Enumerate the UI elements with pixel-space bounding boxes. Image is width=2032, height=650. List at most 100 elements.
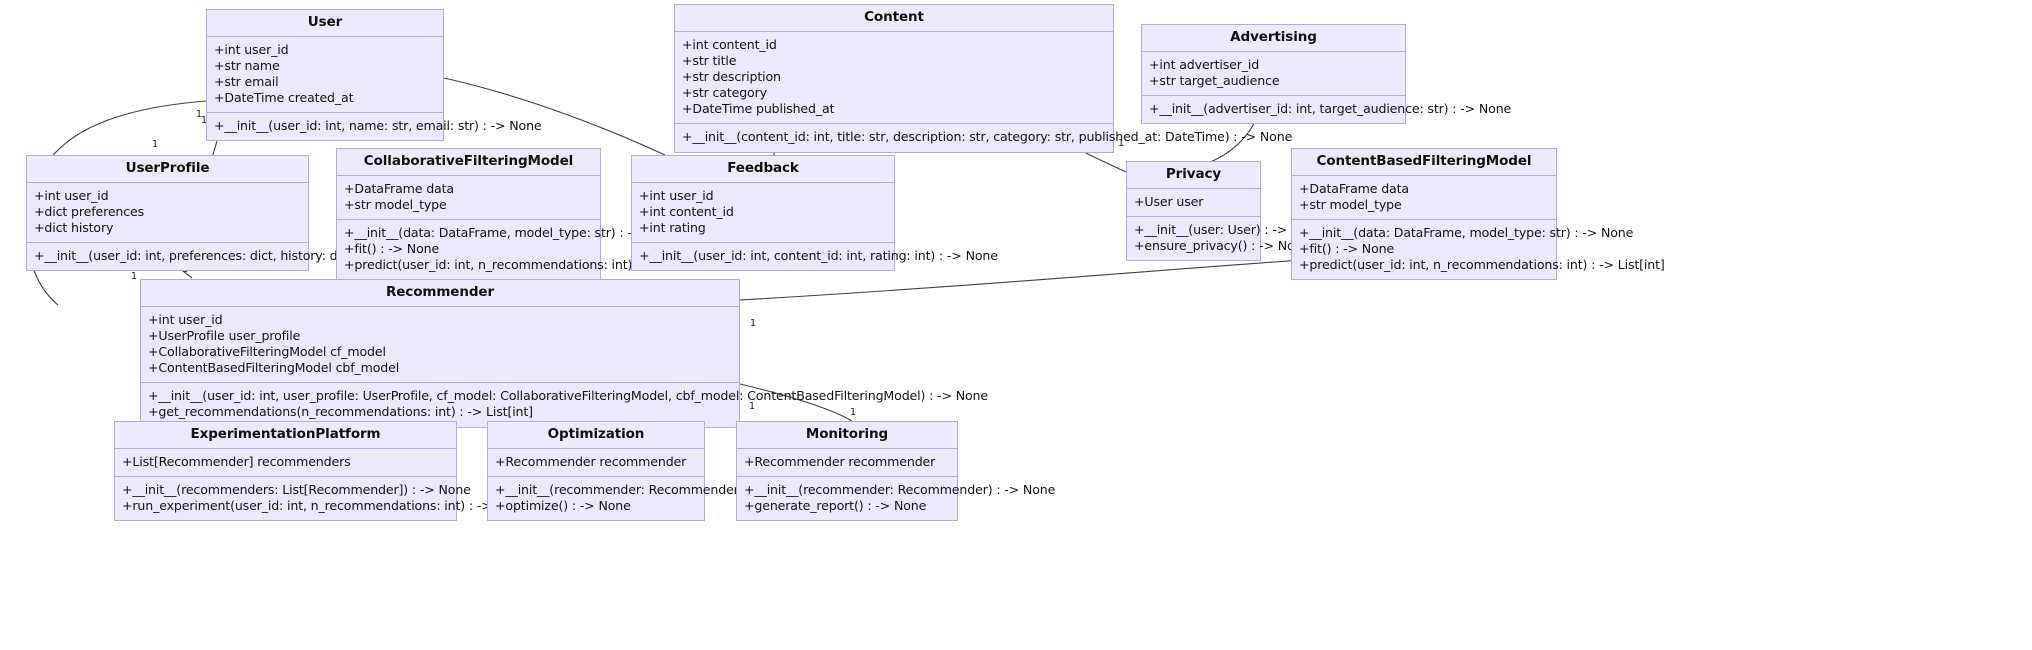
uml-method-row: +generate_report() : -> None: [744, 498, 927, 514]
uml-method-row: +__init__(user_id: int, preferences: dic…: [34, 248, 420, 264]
uml-methods-content: +__init__(content_id: int, title: str, d…: [675, 124, 1293, 152]
uml-attributes-cfmodel: +DataFrame data+str model_type: [337, 175, 600, 221]
uml-class-privacy[interactable]: Privacy +User user +__init__(user: User) :…: [1126, 161, 1324, 262]
relationship-edge-user-content-feedback: [443, 77, 666, 156]
uml-attributes-recommender: +int user_id+UserProfile user_profile+Co…: [141, 306, 739, 384]
uml-attributes-user: +int user_id+str name+str email+DateTime…: [207, 36, 443, 114]
uml-attribute-row: +DataFrame data: [344, 180, 454, 196]
uml-methods-optimization: +__init__(recommender: Recommender) : ->…: [488, 476, 807, 521]
uml-method-row: +get_recommendations(n_recommendations: …: [148, 404, 533, 420]
uml-attribute-row: +str model_type: [344, 196, 447, 212]
uml-method-row: +__init__(data: DataFrame, model_type: s…: [1299, 225, 1634, 241]
uml-methods-privacy: +__init__(user: User) : -> None+ensure_p…: [1127, 216, 1324, 261]
uml-attribute-row: +int user_id: [34, 187, 109, 203]
uml-method-row: +fit() : -> None: [1299, 241, 1395, 257]
uml-attribute-row: +str title: [682, 52, 737, 68]
uml-attribute-row: +DataFrame data: [1299, 180, 1409, 196]
uml-method-row: +__init__(recommender: Recommender) : ->…: [495, 481, 807, 497]
uml-methods-cfmodel: +__init__(data: DataFrame, model_type: s…: [337, 220, 710, 280]
uml-attribute-row: +UserProfile user_profile: [148, 327, 301, 343]
uml-attribute-row: +str category: [682, 85, 767, 101]
uml-method-row: +predict(user_id: int, n_recommendations…: [344, 257, 710, 273]
multiplicity-label: 1: [749, 401, 756, 412]
uml-class-title-content: Content: [675, 5, 1113, 32]
uml-class-feedback[interactable]: Feedback+int user_id+int content_id+int …: [631, 155, 998, 272]
uml-class-title-monitoring: Monitoring: [737, 422, 957, 449]
uml-class-title-privacy: Privacy: [1127, 162, 1260, 189]
uml-method-row: +predict(user_id: int, n_recommendations…: [1299, 257, 1665, 273]
multiplicity-label: 1: [131, 271, 138, 282]
uml-class-title-experimentation: ExperimentationPlatform: [115, 422, 456, 449]
multiplicity-label: 1: [750, 318, 757, 329]
uml-attribute-row: +int user_id: [148, 311, 223, 327]
uml-attributes-content: +int content_id+str title+str descriptio…: [675, 31, 1113, 125]
uml-attributes-userprofile: +int user_id+dict preferences+dict histo…: [27, 182, 308, 244]
uml-attribute-row: +ContentBasedFilteringModel cbf_model: [148, 360, 400, 376]
uml-class-recommender[interactable]: Recommender+int user_id+UserProfile user…: [140, 279, 988, 428]
uml-methods-monitoring: +__init__(recommender: Recommender) : ->…: [737, 476, 1056, 521]
uml-methods-experimentation: +__init__(recommenders: List[Recommender…: [115, 476, 601, 521]
uml-attributes-optimization: +Recommender recommender: [488, 448, 704, 477]
uml-class-user[interactable]: User+int user_id+str name+str email+Date…: [206, 9, 542, 142]
uml-class-experimentation[interactable]: ExperimentationPlatform +List[Recommender…: [114, 421, 601, 522]
uml-attribute-row: +List[Recommender] recommenders: [122, 453, 351, 469]
uml-class-content[interactable]: Content+int content_id+str title+str des…: [674, 4, 1293, 153]
uml-class-title-cbfmodel: ContentBasedFilteringModel: [1292, 149, 1556, 176]
uml-methods-recommender: +__init__(user_id: int, user_profile: Us…: [141, 383, 988, 427]
uml-attributes-advertising: +int advertiser_id+str target_audience: [1142, 51, 1405, 97]
uml-attribute-row: +int user_id: [639, 187, 714, 203]
uml-attribute-row: +User user: [1134, 193, 1204, 209]
uml-attribute-row: +int content_id: [682, 36, 777, 52]
uml-method-row: +__init__(recommenders: List[Recommender…: [122, 481, 471, 497]
uml-attribute-row: +DateTime created_at: [214, 90, 354, 106]
uml-attribute-row: +str email: [214, 74, 279, 90]
uml-attribute-row: +dict preferences: [34, 203, 145, 219]
uml-class-title-userprofile: UserProfile: [27, 156, 308, 183]
uml-class-userprofile[interactable]: UserProfile+int user_id+dict preferences…: [26, 155, 420, 272]
uml-class-title-user: User: [207, 10, 443, 37]
uml-class-title-advertising: Advertising: [1142, 25, 1405, 52]
uml-methods-cbfmodel: +__init__(data: DataFrame, model_type: s…: [1292, 220, 1665, 280]
uml-method-row: +__init__(user_id: int, content_id: int,…: [639, 248, 998, 264]
uml-method-row: +__init__(user: User) : -> None: [1134, 221, 1324, 237]
uml-attributes-monitoring: +Recommender recommender: [737, 448, 957, 477]
uml-attribute-row: +str name: [214, 57, 280, 73]
uml-class-optimization[interactable]: Optimization +Recommender recommender +__i…: [487, 421, 807, 522]
uml-attribute-row: +int rating: [639, 220, 706, 236]
uml-attribute-row: +int user_id: [214, 41, 289, 57]
uml-class-title-optimization: Optimization: [488, 422, 704, 449]
uml-method-row: +__init__(advertiser_id: int, target_aud…: [1149, 101, 1512, 117]
uml-attribute-row: +str target_audience: [1149, 72, 1280, 88]
multiplicity-label: 1: [152, 139, 159, 150]
uml-attribute-row: +Recommender recommender: [495, 453, 687, 469]
uml-method-row: +__init__(recommender: Recommender) : ->…: [744, 481, 1056, 497]
uml-method-row: +__init__(content_id: int, title: str, d…: [682, 129, 1293, 145]
uml-class-title-feedback: Feedback: [632, 156, 894, 183]
uml-attribute-row: +dict history: [34, 220, 114, 236]
uml-methods-feedback: +__init__(user_id: int, content_id: int,…: [632, 243, 998, 271]
uml-method-row: +run_experiment(user_id: int, n_recommen…: [122, 498, 601, 514]
uml-attribute-row: +Recommender recommender: [744, 453, 936, 469]
uml-attributes-experimentation: +List[Recommender] recommenders: [115, 448, 456, 477]
uml-class-monitoring[interactable]: Monitoring +Recommender recommender +__ini…: [736, 421, 1056, 522]
uml-attributes-privacy: +User user: [1127, 188, 1260, 217]
uml-attributes-feedback: +int user_id+int content_id+int rating: [632, 182, 894, 244]
uml-methods-user: +__init__(user_id: int, name: str, email…: [207, 113, 542, 141]
uml-attribute-row: +CollaborativeFilteringModel cf_model: [148, 344, 386, 360]
uml-method-row: +optimize() : -> None: [495, 498, 631, 514]
uml-class-cbfmodel[interactable]: ContentBasedFilteringModel+DataFrame dat…: [1291, 148, 1665, 281]
uml-attribute-row: +str description: [682, 69, 781, 85]
uml-class-cfmodel[interactable]: CollaborativeFilteringModel+DataFrame da…: [336, 148, 710, 281]
uml-class-title-recommender: Recommender: [141, 280, 739, 307]
uml-attribute-row: +int content_id: [639, 203, 734, 219]
uml-attributes-cbfmodel: +DataFrame data+str model_type: [1292, 175, 1556, 221]
uml-method-row: +__init__(user_id: int, user_profile: Us…: [148, 388, 988, 404]
multiplicity-label: 1: [850, 407, 857, 418]
uml-method-row: +__init__(user_id: int, name: str, email…: [214, 118, 542, 134]
uml-methods-userprofile: +__init__(user_id: int, preferences: dic…: [27, 243, 420, 271]
uml-attribute-row: +int advertiser_id: [1149, 56, 1260, 72]
uml-method-row: +ensure_privacy() : -> None: [1134, 238, 1310, 254]
uml-methods-advertising: +__init__(advertiser_id: int, target_aud…: [1142, 96, 1512, 124]
uml-class-advertising[interactable]: Advertising+int advertiser_id+str target…: [1141, 24, 1512, 125]
